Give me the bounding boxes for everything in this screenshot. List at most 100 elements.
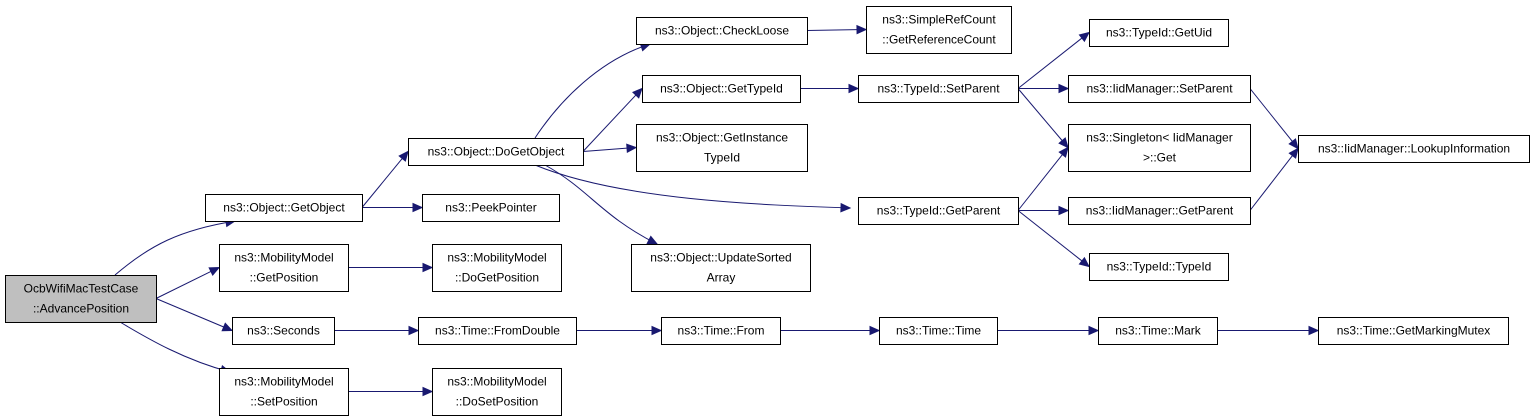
- node-mm_dosetpos[interactable]: ns3::MobilityModel::DoSetPosition: [432, 368, 562, 416]
- arrowhead: [1288, 147, 1299, 159]
- node-label-line: ns3::Object::DoGetObject: [428, 145, 565, 159]
- node-mm_getpos[interactable]: ns3::MobilityModel::GetPosition: [219, 244, 349, 292]
- node-box: [432, 368, 562, 416]
- arrowhead: [1078, 31, 1090, 43]
- node-label-line: ::SetPosition: [250, 395, 317, 409]
- arrowhead: [840, 202, 852, 213]
- node-label-line: ::GetReferenceCount: [882, 33, 996, 47]
- node-box: [636, 17, 808, 45]
- node-label-line: TypeId: [704, 151, 740, 165]
- node-tid_typeid[interactable]: ns3::TypeId::TypeId: [1089, 253, 1229, 281]
- node-iid_getparent[interactable]: ns3::IidManager::GetParent: [1068, 197, 1251, 225]
- edge-root-to-getobject: [114, 217, 237, 276]
- node-box: [219, 368, 349, 416]
- node-root[interactable]: OcbWifiMacTestCase::AdvancePosition: [5, 275, 157, 323]
- node-label-line: ns3::MobilityModel: [447, 375, 546, 389]
- edge-dogetobject-to-getinstancetypeid: [582, 143, 638, 153]
- node-getuid[interactable]: ns3::TypeId::GetUid: [1089, 19, 1229, 47]
- node-timefrom[interactable]: ns3::Time::From: [661, 317, 781, 345]
- edge-checkloose-to-getrefcount: [806, 24, 868, 35]
- arrowhead: [1058, 205, 1070, 216]
- node-label-line: ns3::Object::GetObject: [223, 201, 345, 215]
- node-tid_getparent[interactable]: ns3::TypeId::GetParent: [858, 197, 1019, 225]
- node-iid_setparent[interactable]: ns3::IidManager::SetParent: [1068, 75, 1251, 103]
- edge-dogetobject-to-checkloose: [534, 42, 652, 139]
- edge-tid_setparent-to-getuid: [1017, 31, 1090, 89]
- node-label-line: ns3::Object::UpdateSorted: [650, 251, 791, 265]
- node-timemark[interactable]: ns3::Time::Mark: [1098, 317, 1218, 345]
- arrowhead: [422, 262, 434, 273]
- node-label-line: ns3::MobilityModel: [447, 251, 546, 265]
- node-getobject[interactable]: ns3::Object::GetObject: [205, 194, 363, 222]
- node-label-line: ns3::Object::CheckLoose: [655, 24, 789, 38]
- arrowhead: [1088, 325, 1100, 336]
- arrowhead: [651, 325, 663, 336]
- node-timetime[interactable]: ns3::Time::Time: [879, 317, 998, 345]
- node-label-line: ns3::Singleton< IidManager: [1086, 131, 1232, 145]
- edge-tid_getparent-to-iid_getparent: [1018, 205, 1070, 216]
- node-gettypeid[interactable]: ns3::Object::GetTypeId: [642, 75, 801, 103]
- edge-root-to-mm_getpos: [155, 266, 221, 299]
- edge-timetime-to-timemark: [997, 325, 1100, 336]
- node-box: [1089, 19, 1229, 47]
- node-getrefcount[interactable]: ns3::SimpleRefCount::GetReferenceCount: [866, 6, 1012, 54]
- node-label-line: ns3::Time::GetMarkingMutex: [1337, 324, 1491, 338]
- node-box: [631, 244, 811, 292]
- arrowhead: [1288, 138, 1299, 150]
- node-label-line: ns3::Seconds: [247, 324, 320, 338]
- node-singleton[interactable]: ns3::Singleton< IidManager>::Get: [1068, 124, 1251, 172]
- edge-tid_setparent-to-singleton: [1017, 88, 1069, 149]
- node-markingmutex[interactable]: ns3::Time::GetMarkingMutex: [1318, 317, 1509, 345]
- arrowhead: [848, 83, 860, 94]
- edge-root-to-mm_setpos: [119, 321, 232, 375]
- node-box: [1098, 317, 1218, 345]
- node-box: [418, 317, 577, 345]
- edge-iid_getparent-to-lookup: [1249, 147, 1299, 211]
- edge-mm_getpos-to-mm_dogetpos: [348, 262, 434, 273]
- edge-dogetobject-to-gettypeid: [582, 87, 643, 152]
- node-checkloose[interactable]: ns3::Object::CheckLoose: [636, 17, 808, 45]
- node-label-line: ns3::SimpleRefCount: [882, 13, 996, 27]
- arrowhead: [1308, 325, 1320, 336]
- node-box: [1068, 124, 1251, 172]
- arrowhead: [646, 235, 659, 245]
- node-tid_setparent[interactable]: ns3::TypeId::SetParent: [858, 75, 1019, 103]
- node-box: [232, 317, 335, 345]
- edge-tid_getparent-to-singleton: [1017, 146, 1069, 211]
- node-label-line: ns3::MobilityModel: [234, 375, 333, 389]
- node-box: [866, 6, 1012, 54]
- edge-iid_setparent-to-lookup: [1249, 88, 1299, 150]
- node-label-line: ns3::IidManager::LookupInformation: [1318, 142, 1510, 156]
- edge-dogetobject-to-tid_getparent: [534, 164, 852, 213]
- arrowhead: [856, 24, 868, 35]
- node-lookup[interactable]: ns3::IidManager::LookupInformation: [1298, 135, 1530, 163]
- node-box: [205, 194, 363, 222]
- node-label-line: ::AdvancePosition: [33, 302, 129, 316]
- node-mm_setpos[interactable]: ns3::MobilityModel::SetPosition: [219, 368, 349, 416]
- edge-tid_getparent-to-tid_typeid: [1017, 210, 1090, 268]
- node-mm_dogetpos[interactable]: ns3::MobilityModel::DoGetPosition: [432, 244, 562, 292]
- arrowhead: [626, 143, 638, 153]
- node-fromdouble[interactable]: ns3::Time::FromDouble: [418, 317, 577, 345]
- node-label-line: ns3::Time::From: [678, 324, 765, 338]
- edge-root-to-seconds: [155, 298, 234, 332]
- node-box: [5, 275, 157, 323]
- node-box: [858, 75, 1019, 103]
- arrowhead: [398, 150, 409, 162]
- node-dogetobject[interactable]: ns3::Object::DoGetObject: [408, 138, 584, 166]
- node-box: [408, 138, 584, 166]
- node-label-line: ns3::MobilityModel: [234, 251, 333, 265]
- node-label-line: ns3::Time::FromDouble: [435, 324, 560, 338]
- node-label-line: ns3::TypeId::SetParent: [877, 82, 1000, 96]
- node-box: [642, 75, 801, 103]
- node-label-line: OcbWifiMacTestCase: [24, 282, 139, 296]
- node-label-line: ns3::TypeId::GetUid: [1106, 26, 1212, 40]
- node-peekpointer[interactable]: ns3::PeekPointer: [422, 194, 560, 222]
- node-label-line: Array: [707, 271, 736, 285]
- node-label-line: ns3::PeekPointer: [445, 201, 536, 215]
- arrowhead: [412, 202, 424, 213]
- node-seconds[interactable]: ns3::Seconds: [232, 317, 335, 345]
